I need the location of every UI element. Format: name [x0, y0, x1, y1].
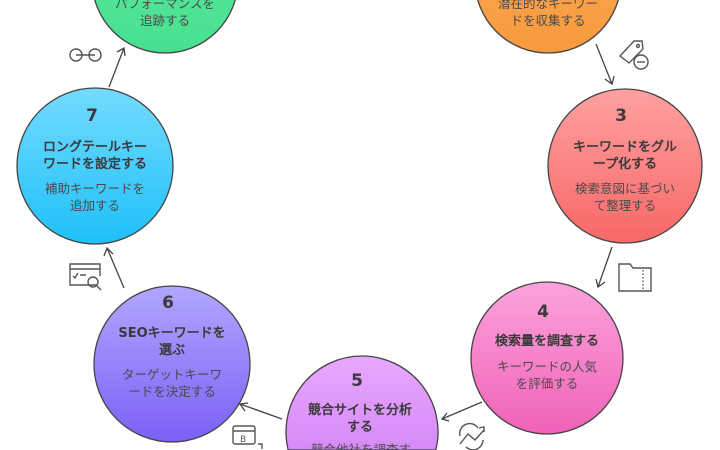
step-4-number: 4 [537, 302, 549, 322]
step-8-node: パフォーマンスを 追跡する [94, 0, 236, 54]
step-3-title: ープ化する [593, 156, 657, 172]
arrow-6-to-7 [103, 246, 125, 289]
link-icon [69, 48, 102, 62]
arrow-2-to-3 [595, 43, 615, 86]
arrow-3-to-4 [595, 246, 613, 289]
step-3-title: キーワードをグル [573, 139, 677, 155]
step-7-number: 7 [86, 106, 98, 126]
step-7-title: ロングテールキー [43, 139, 147, 155]
step-7-desc: 追加する [70, 198, 120, 213]
step-2-desc: 潜在的なキーワー [498, 0, 598, 11]
step-7-desc: 補助キーワードを [45, 181, 145, 196]
browser-b-icon: B [232, 425, 263, 449]
arrow-4-to-5 [440, 401, 483, 422]
refresh-chart-icon [459, 422, 485, 450]
step-6-desc: ードを決定する [128, 384, 216, 399]
step-2-node: 潜在的なキーワー ドを収集する [477, 0, 619, 54]
step-4-desc: キーワードの人気 [497, 359, 597, 374]
arrow-7-to-8 [108, 46, 126, 88]
svg-text:B: B [240, 435, 246, 445]
step-6-title: SEOキーワードを [118, 326, 225, 341]
step-7-title: ワードを設定する [43, 156, 147, 172]
step-6-title: 選ぶ [159, 342, 185, 358]
step-3-number: 3 [615, 106, 627, 126]
step-6-node: 6 SEOキーワードを 選ぶ ターゲットキーワ ードを決定する [93, 285, 251, 443]
step-5-title: 競合サイトを分析 [308, 402, 412, 418]
step-6-desc: ターゲットキーワ [122, 367, 222, 382]
step-5-title: する [347, 420, 373, 435]
tag-remove-icon [618, 40, 649, 70]
step-4-desc: を評価する [516, 376, 579, 391]
folder-zip-icon [618, 263, 652, 292]
step-3-desc: て整理する [594, 198, 657, 213]
step-7-node: 7 ロングテールキー ワードを設定する 補助キーワードを 追加する [16, 87, 174, 245]
step-6-number: 6 [162, 293, 174, 313]
checklist-search-icon [69, 263, 102, 291]
step-8-desc: 追跡する [140, 13, 190, 28]
step-4-title: 検索量を調査する [495, 333, 599, 349]
step-5-number: 5 [351, 371, 363, 391]
step-5-desc-clip: 競合他社を調査す [290, 442, 432, 450]
step-3-desc: 検索意図に基づい [575, 181, 675, 196]
step-3-node: 3 キーワードをグル ープ化する 検索意図に基づい て整理する [547, 88, 703, 244]
step-8-desc: パフォーマンスを [115, 0, 215, 11]
step-4-node: 4 検索量を調査する キーワードの人気 を評価する [470, 281, 624, 435]
step-5-node: 5 競合サイトを分析 する [285, 355, 439, 450]
step-5-desc: 競合他社を調査す [310, 442, 411, 450]
arrow-5-to-6 [238, 402, 283, 420]
step-2-desc: ドを収集する [510, 13, 585, 28]
